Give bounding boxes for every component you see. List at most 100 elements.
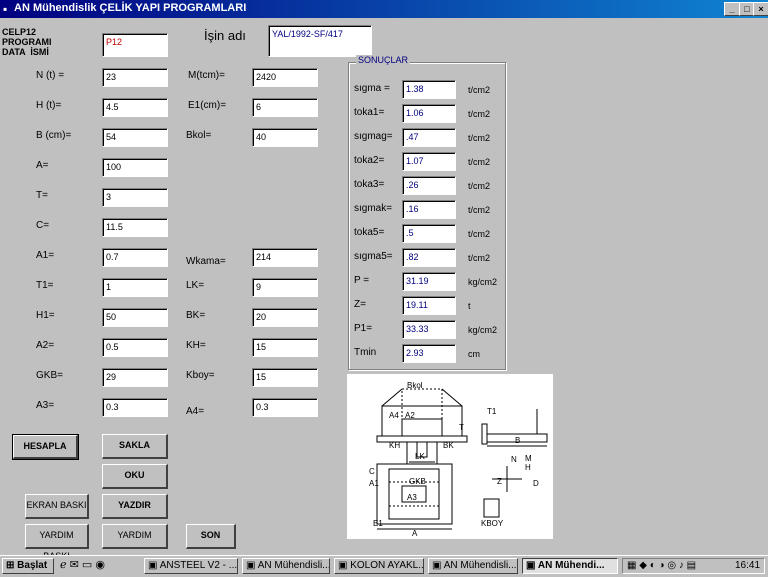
result-field[interactable]: 31.19 (402, 272, 456, 291)
result-unit: t/cm2 (468, 229, 491, 239)
input-label: LK= (186, 280, 205, 291)
input-field[interactable]: 11.5 (102, 218, 168, 237)
taskbar-item[interactable]: ▣ AN Mühendi... (522, 558, 618, 574)
diagram-label-t: T (459, 423, 464, 432)
result-field[interactable]: .16 (402, 200, 456, 219)
data-name-field[interactable]: P12 (102, 33, 168, 57)
input-field[interactable]: 23 (102, 68, 168, 87)
taskbar-item[interactable]: ▣ ANSTEEL V2 - ... (144, 558, 238, 574)
input-label: N (t) = (36, 70, 65, 81)
yardim-button[interactable]: YARDIM (102, 524, 168, 549)
taskbar-item-label: ANSTEEL V2 - ... (159, 560, 238, 571)
input-field[interactable]: 9 (252, 278, 318, 297)
title-bar[interactable]: ▪ AN Mühendislik ÇELİK YAPI PROGRAMLARI … (0, 0, 768, 18)
ie-icon[interactable]: ℯ (60, 559, 67, 571)
minimize-button[interactable]: _ (724, 2, 740, 16)
input-field[interactable]: 3 (102, 188, 168, 207)
input-field[interactable]: 214 (252, 248, 318, 267)
windows-logo-icon: ⊞ (6, 560, 15, 571)
window-title: AN Mühendislik ÇELİK YAPI PROGRAMLARI (14, 2, 247, 14)
tray-icons[interactable]: ▦ ◆ ◐ ◑ ◎ ♪ ▤ (627, 560, 697, 571)
job-field[interactable]: YAL/1992-SF/417 (268, 25, 372, 57)
result-unit: t/cm2 (468, 181, 491, 191)
input-label: BK= (186, 310, 206, 321)
result-unit: cm (468, 349, 480, 359)
window-icon: ▣ (246, 560, 258, 571)
result-field[interactable]: 33.33 (402, 320, 456, 339)
input-field[interactable]: 100 (102, 158, 168, 177)
result-field[interactable]: 1.07 (402, 152, 456, 171)
start-label: Başlat (17, 560, 48, 571)
input-label: H (t)= (36, 100, 62, 111)
input-field[interactable]: 6 (252, 98, 318, 117)
hesapla-button[interactable]: HESAPLA (12, 434, 79, 460)
window-icon: ▣ (338, 560, 351, 571)
result-label: sıgmak= (354, 203, 393, 214)
start-button[interactable]: ⊞ Başlat (2, 558, 54, 574)
result-field[interactable]: .26 (402, 176, 456, 195)
input-field[interactable]: 2420 (252, 68, 318, 87)
base-plate-diagram: Bkol A4 A2 KH LK BK T T1 B N H M Z D C A… (347, 374, 553, 539)
result-unit: t/cm2 (468, 109, 491, 119)
input-field[interactable]: 0.3 (252, 398, 318, 417)
window-icon: ▣ (526, 560, 538, 571)
result-unit: kg/cm2 (468, 277, 498, 287)
outlook-icon[interactable]: ✉ (69, 559, 79, 571)
taskbar-item[interactable]: ▣ AN Mühendisli... (242, 558, 330, 574)
result-field[interactable]: 2.93 (402, 344, 456, 363)
result-label: sıgma = (354, 83, 390, 94)
input-field[interactable]: 15 (252, 368, 318, 387)
input-field[interactable]: 54 (102, 128, 168, 147)
taskbar-item[interactable]: ▣ AN Mühendisli... (428, 558, 518, 574)
input-field[interactable]: 1 (102, 278, 168, 297)
input-field[interactable]: 40 (252, 128, 318, 147)
input-field[interactable]: 20 (252, 308, 318, 327)
result-unit: t/cm2 (468, 205, 491, 215)
window-icon: ▣ (148, 560, 160, 571)
diagram-label-b: B (515, 436, 520, 445)
result-field[interactable]: 1.06 (402, 104, 456, 123)
diagram-label-n: N (511, 455, 517, 464)
input-field[interactable]: 29 (102, 368, 168, 387)
input-label: A= (36, 160, 49, 171)
diagram-label-m: M (525, 454, 532, 463)
channels-icon[interactable]: ◉ (95, 559, 105, 571)
result-field[interactable]: 19.11 (402, 296, 456, 315)
diagram-label-bk: BK (443, 441, 454, 450)
diagram-label-e1: E1 (373, 519, 383, 528)
result-label: toka2= (354, 155, 385, 166)
ekran-baski-button[interactable]: EKRAN BASKI (25, 494, 89, 519)
close-button[interactable]: × (753, 2, 768, 16)
quick-launch: ℯ ✉ ▭ ◉ (60, 558, 140, 574)
result-label: sıgma5= (354, 251, 393, 262)
input-label: Bkol= (186, 130, 212, 141)
result-field[interactable]: 1.38 (402, 80, 456, 99)
result-field[interactable]: .82 (402, 248, 456, 267)
result-field[interactable]: .5 (402, 224, 456, 243)
input-label: GKB= (36, 370, 63, 381)
result-field[interactable]: .47 (402, 128, 456, 147)
input-field[interactable]: 0.5 (102, 338, 168, 357)
oku-button[interactable]: OKU (102, 464, 168, 489)
input-label: KH= (186, 340, 206, 351)
yardim-baski-button[interactable]: YARDIM BASKI (25, 524, 89, 561)
input-field[interactable]: 4.5 (102, 98, 168, 117)
yazdir-button[interactable]: YAZDIR (102, 494, 168, 519)
result-unit: t (468, 301, 471, 311)
input-field[interactable]: 50 (102, 308, 168, 327)
input-label: Kboy= (186, 370, 215, 381)
input-field[interactable]: 0.3 (102, 398, 168, 417)
diagram-label-a4: A4 (389, 411, 399, 420)
result-label: toka5= (354, 227, 385, 238)
input-field[interactable]: 0.7 (102, 248, 168, 267)
son-button[interactable]: SON (186, 524, 236, 549)
sakla-button[interactable]: SAKLA (102, 434, 168, 459)
base-plate-drawing: Bkol A4 A2 KH LK BK T T1 B N H M Z D C A… (369, 381, 548, 538)
result-unit: t/cm2 (468, 157, 491, 167)
result-unit: t/cm2 (468, 85, 491, 95)
input-field[interactable]: 15 (252, 338, 318, 357)
diagram-label-a: A (412, 529, 418, 538)
taskbar-item-label: AN Mühendisli... (257, 560, 330, 571)
desktop-icon[interactable]: ▭ (81, 559, 93, 571)
taskbar-item[interactable]: ▣ KOLON AYAKL... (334, 558, 424, 574)
